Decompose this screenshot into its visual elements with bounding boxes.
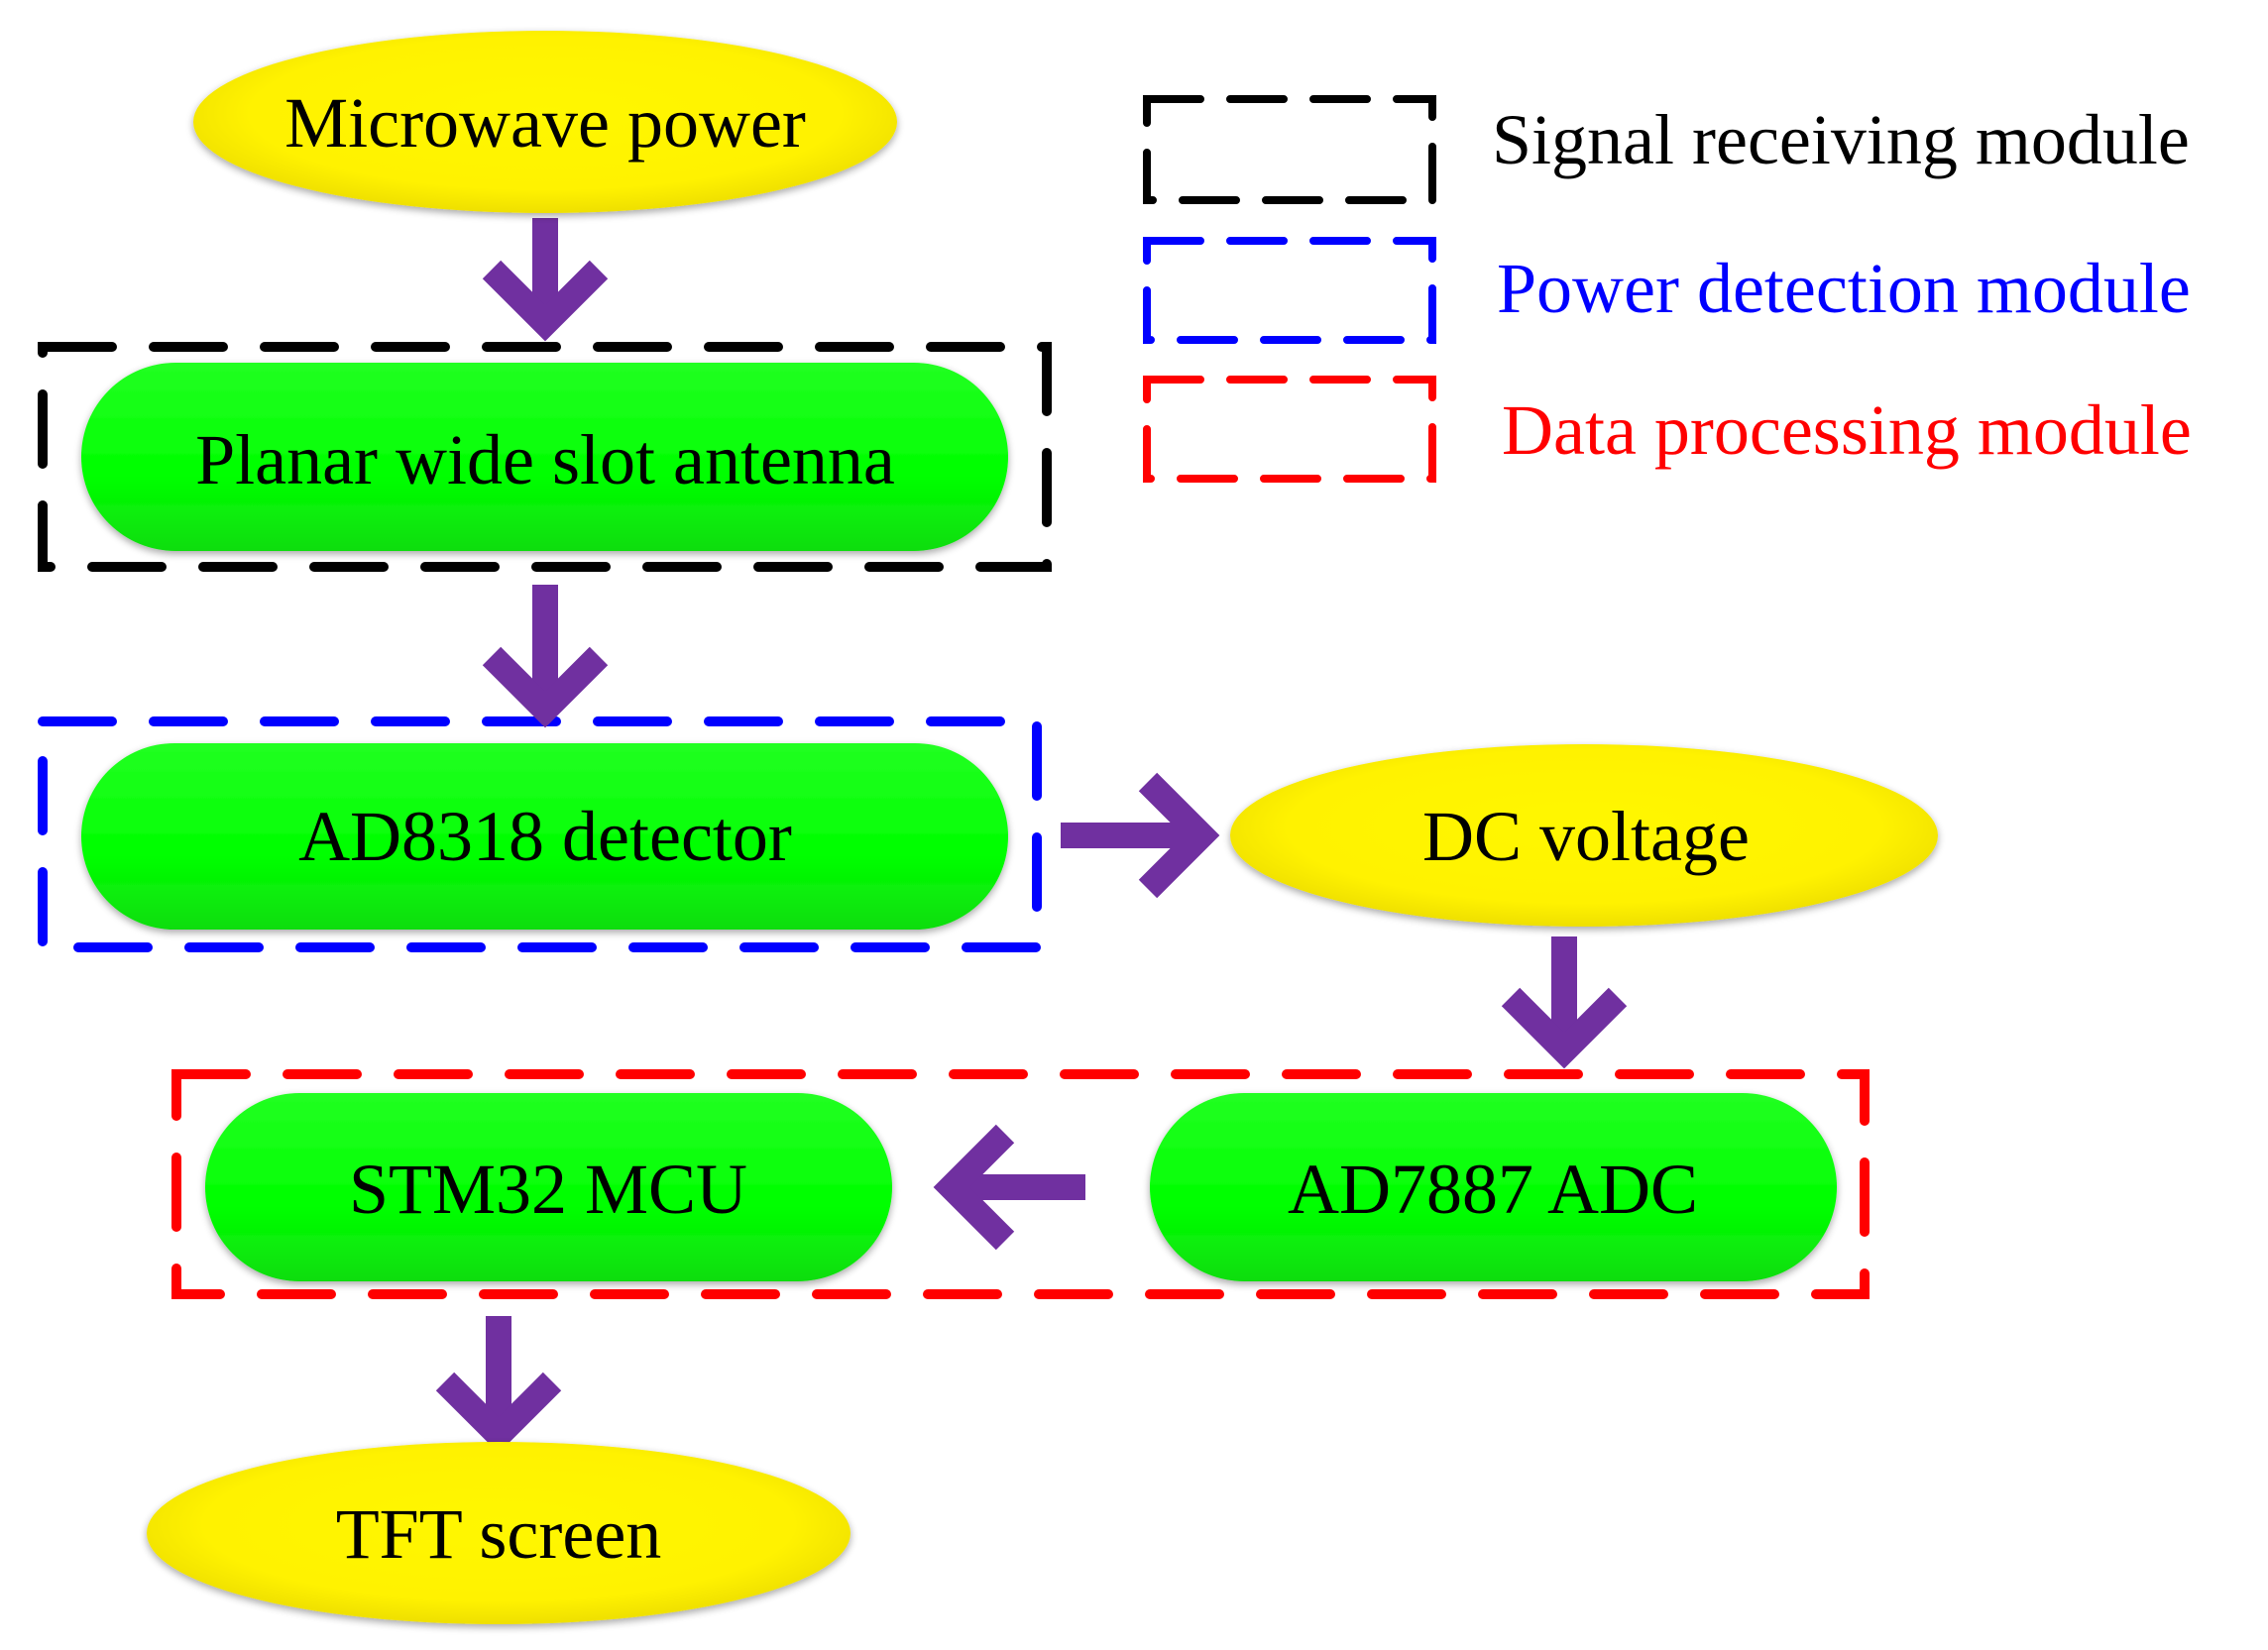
- legend-signal-swatch: [1143, 95, 1436, 204]
- arrow-antenna-to-detector: [482, 585, 609, 728]
- antenna-label: Planar wide slot antenna: [195, 420, 895, 499]
- legend-power-label: Power detection module: [1497, 249, 2191, 328]
- microwave-power-node: Microwave power: [193, 31, 897, 213]
- microwave-power-label: Microwave power: [284, 83, 806, 163]
- dc-voltage-node: DC voltage: [1230, 744, 1938, 927]
- legend-signal-label: Signal receiving module: [1492, 100, 2190, 179]
- legend-data-swatch: [1143, 376, 1436, 483]
- detector-label: AD8318 detector: [298, 797, 792, 876]
- legend-data-label: Data processing module: [1502, 390, 2192, 470]
- mcu-label: STM32 MCU: [349, 1150, 747, 1229]
- arrow-detector-to-dc-voltage: [1061, 772, 1220, 899]
- adc-label: AD7887 ADC: [1288, 1150, 1698, 1229]
- detector-node: AD8318 detector: [81, 743, 1008, 930]
- tft-screen-label: TFT screen: [336, 1494, 662, 1574]
- legend-power-swatch: [1143, 237, 1436, 344]
- tft-screen-node: TFT screen: [147, 1442, 850, 1624]
- antenna-node: Planar wide slot antenna: [81, 363, 1008, 551]
- legend: Signal receiving module Power detection …: [1143, 95, 2192, 483]
- data-processing-module-box: [171, 1069, 1870, 1299]
- arrow-mcu-to-tft: [435, 1316, 562, 1454]
- mcu-node: STM32 MCU: [205, 1093, 892, 1281]
- arrow-dc-voltage-to-adc: [1501, 936, 1628, 1069]
- arrow-adc-to-mcu: [933, 1124, 1085, 1251]
- signal-receiving-module-box: [38, 342, 1052, 572]
- adc-node: AD7887 ADC: [1150, 1093, 1837, 1281]
- dc-voltage-label: DC voltage: [1422, 797, 1750, 876]
- arrow-microwave-to-antenna: [482, 218, 609, 342]
